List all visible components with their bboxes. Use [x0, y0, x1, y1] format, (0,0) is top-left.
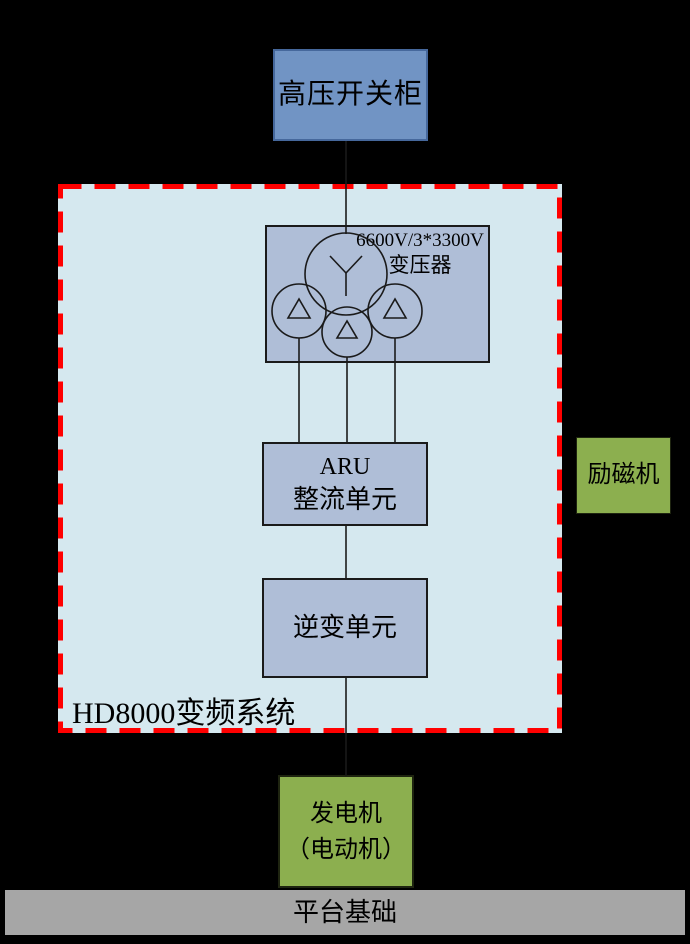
system-title: HD8000变频系统: [72, 697, 296, 730]
platform-label: 平台基础: [292, 897, 397, 927]
exciter-label: 励磁机: [587, 462, 660, 489]
rectifier-name: ARU: [319, 453, 371, 480]
transformer-label: 6600V/3*3300V 变压器: [354, 230, 486, 278]
node-generator: 发电机 （电动机）: [278, 775, 414, 888]
node-exciter: 励磁机: [576, 437, 671, 514]
node-hv-switchgear: 高压开关柜: [273, 49, 428, 141]
rectifier-label: 整流单元: [292, 484, 397, 514]
node-inverter-unit: 逆变单元: [262, 578, 428, 678]
red-dashed-border: [58, 184, 562, 733]
transformer-name: 变压器: [388, 252, 452, 277]
generator-label-line2: （电动机）: [286, 836, 406, 863]
inverter-label: 逆变单元: [292, 613, 397, 643]
generator-label-line1: 发电机: [310, 800, 382, 827]
node-transformer: 6600V/3*3300V 变压器: [265, 225, 490, 363]
hv-switchgear-label: 高压开关柜: [277, 79, 423, 111]
node-rectifier-unit: ARU 整流单元: [262, 442, 428, 526]
node-platform-foundation: 平台基础: [3, 888, 687, 937]
transformer-rating: 6600V/3*3300V: [356, 230, 484, 251]
